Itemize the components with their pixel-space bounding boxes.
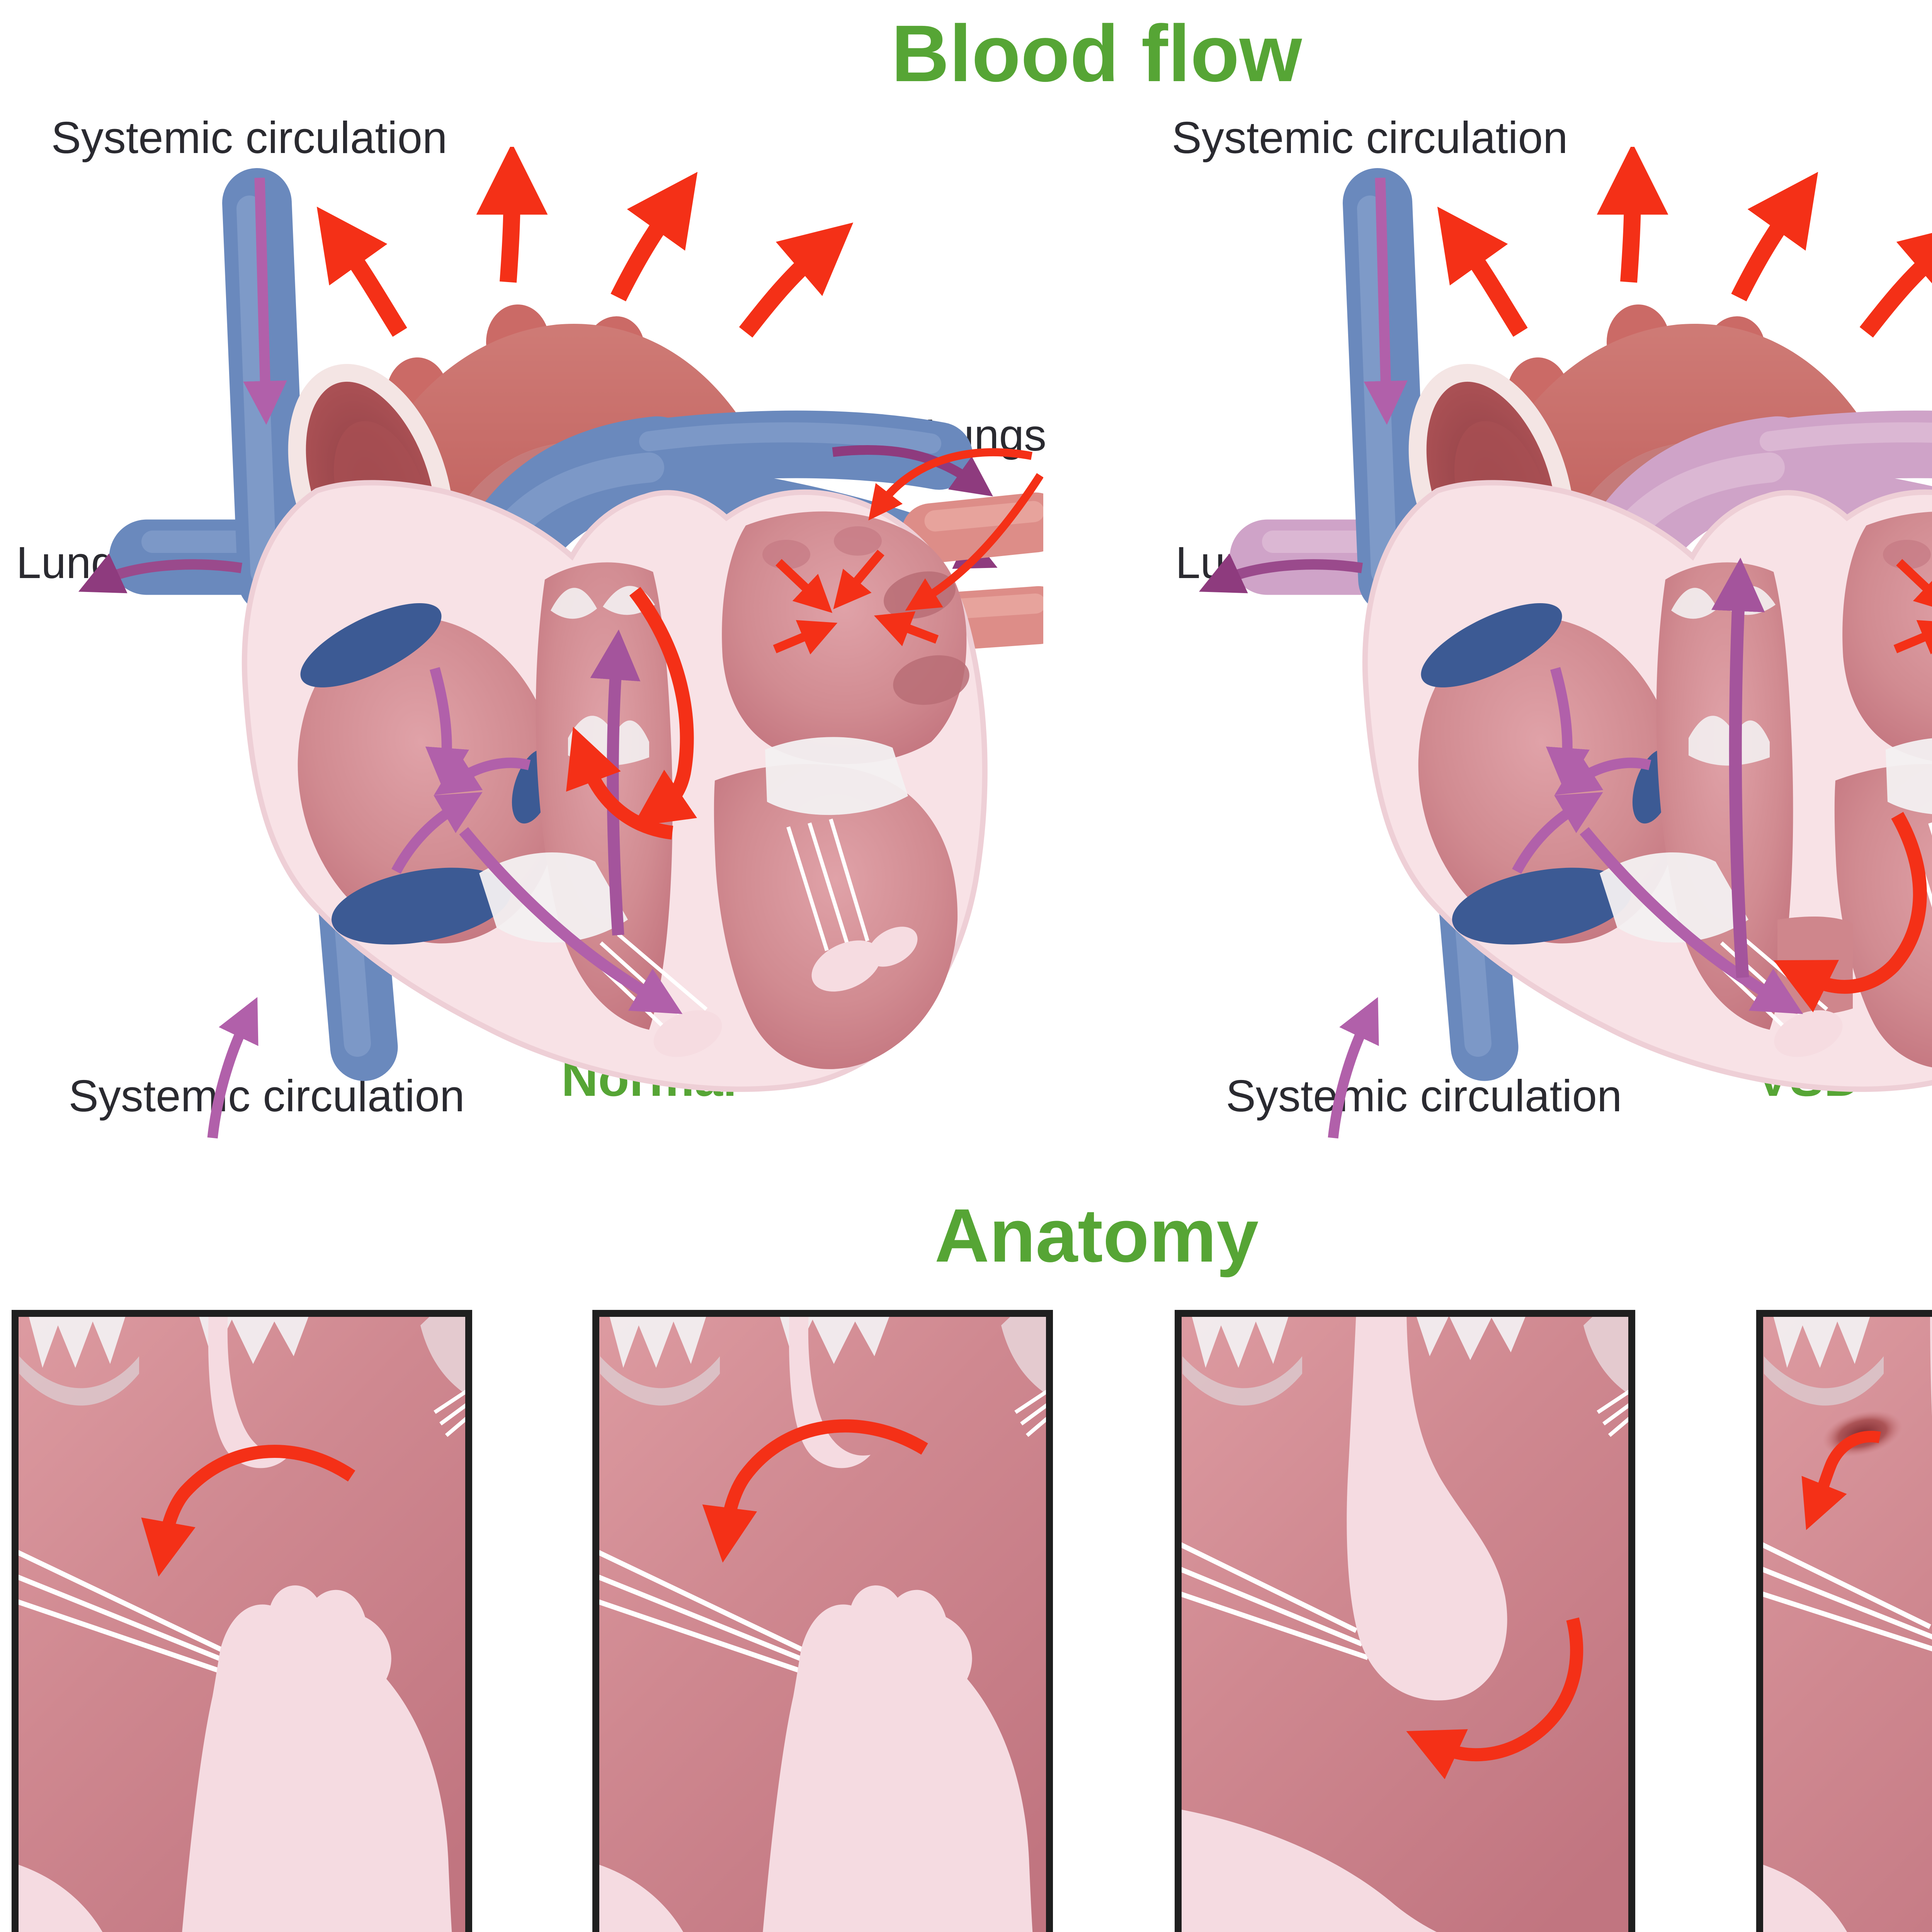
valve-apparatus (1182, 1310, 1631, 1437)
pulmonary-valve (1671, 588, 1718, 619)
papillary-muscle (1347, 1310, 1507, 1701)
chordae-tendineae (1756, 1539, 1932, 1651)
aorta-out-arrows (1437, 147, 1932, 338)
systemic-in-arrow (1364, 177, 1408, 425)
chordae-tendineae (12, 1547, 239, 1680)
papillary-muscle (182, 1585, 452, 1932)
mitral-valve (765, 737, 908, 815)
shunt-arrow (702, 1419, 928, 1563)
septal-band (208, 1310, 290, 1468)
normal-systemic-top-label: Systemic circulation (51, 112, 447, 163)
ventricular-wall (592, 1862, 684, 1932)
ventricular-wall (1756, 1862, 1847, 1932)
panel-border (12, 1310, 472, 1932)
lv-flow-arrows (566, 587, 697, 840)
to-lungs-left-arrow (1199, 553, 1363, 594)
shunt-arrow (1801, 1430, 1881, 1530)
papillary-muscles (653, 927, 918, 1057)
panel-subarterial-infundibular (592, 1310, 1053, 1932)
vsd-systemic-top-label: Systemic circulation (1172, 112, 1568, 163)
blood-flow-title: Blood flow (891, 9, 1302, 99)
papillary-muscle (1930, 1310, 1932, 1416)
to-lungs-left-arrow (78, 553, 243, 594)
valve-apparatus (1764, 1310, 1884, 1406)
shunt-arrow (141, 1444, 355, 1577)
normal-heart-figure (78, 147, 1043, 1139)
rv-to-pa-long-arrow (1711, 558, 1765, 978)
panel-muscular (1175, 1310, 1635, 1932)
chordae-tendineae (592, 1547, 820, 1680)
panel-border (1175, 1310, 1635, 1932)
shunt-arrow (1406, 1617, 1583, 1779)
left-atrium-inflow-arrows (1893, 559, 1932, 655)
panel-perimembranous (12, 1310, 472, 1932)
pulmonary-valve (551, 588, 597, 619)
papillary-muscles (1774, 1010, 1843, 1057)
normal-systemic-bottom-label: Systemic circulation (68, 1071, 465, 1121)
ivc-ostium (332, 867, 511, 945)
lv-to-rv-shunt-arrow (1774, 812, 1927, 1012)
lungs-return-arrows (868, 448, 1043, 611)
systemic-in-arrow (243, 177, 287, 425)
ventricular-wall (1175, 1808, 1437, 1932)
systemic-return-arrow (1328, 997, 1379, 1139)
tricuspid-valve (1600, 852, 1748, 943)
ventricular-wall (12, 1862, 103, 1932)
mitral-valve (1886, 738, 1932, 814)
svc-ostium (1421, 603, 1562, 687)
ivc-ostium (1452, 867, 1631, 945)
chordae-tendineae (1175, 1539, 1369, 1660)
left-ventricle (714, 764, 958, 1069)
papillary-muscle (763, 1585, 1033, 1932)
aorta-out-arrows (316, 147, 854, 338)
vsd-heart-figure (1199, 147, 1932, 1139)
left-atrium-inflow-arrows (773, 549, 939, 655)
panel-border (1756, 1310, 1932, 1932)
tricuspid-valve (479, 852, 628, 943)
vsd-systemic-bottom-label: Systemic circulation (1226, 1071, 1622, 1121)
panel-atrioventricular-canal (1756, 1310, 1932, 1932)
anatomy-title: Anatomy (934, 1193, 1259, 1278)
right-atrium-flow-arrows (391, 667, 683, 1014)
panel-border (592, 1310, 1053, 1932)
systemic-return-arrow (207, 997, 259, 1139)
right-atrium-flow-arrows (1512, 667, 1803, 1014)
svc-ostium (300, 603, 442, 687)
